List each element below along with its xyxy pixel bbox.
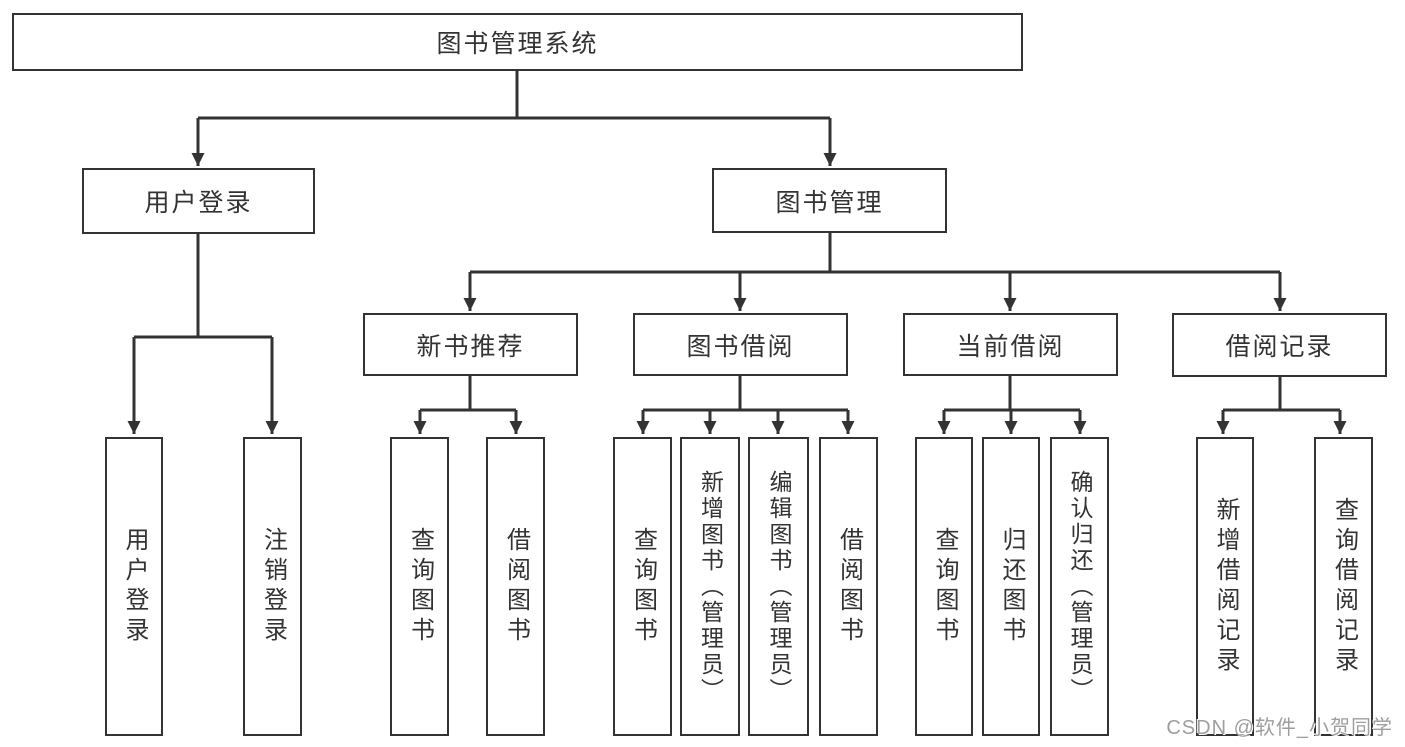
node-user-login: 用户登录: [82, 168, 315, 234]
leaf-nbr-query-books: 查询图书: [390, 437, 449, 736]
leaf-br-add-record: 新增借阅记录: [1196, 437, 1254, 736]
node-label: 新书推荐: [416, 332, 525, 361]
leaf-cb-return-books: 归还图书: [982, 437, 1040, 736]
node-label: 图书管理系统: [436, 30, 599, 58]
leaf-br-query-record: 查询借阅记录: [1314, 437, 1373, 736]
node-label: 当前借阅: [956, 332, 1065, 361]
node-label: 图书借阅: [686, 332, 795, 361]
node-label: 用户登录: [121, 526, 148, 647]
leaf-cb-confirm-return-admin: 确认归还（管理员）: [1050, 437, 1109, 736]
node-label: 确认归还（管理员）: [1067, 469, 1093, 704]
node-label: 注销登录: [259, 526, 287, 647]
node-label: 编辑图书（管理员）: [766, 469, 792, 704]
leaf-user-login: 用户登录: [105, 437, 163, 736]
node-new-book-recommend: 新书推荐: [363, 313, 578, 376]
node-label: 借阅图书: [835, 526, 863, 647]
node-root-system: 图书管理系统: [12, 13, 1023, 71]
node-current-borrowing: 当前借阅: [903, 313, 1118, 376]
leaf-bb-edit-books-admin: 编辑图书（管理员）: [748, 437, 809, 736]
node-label: 借阅图书: [502, 526, 530, 647]
leaf-bb-query-books: 查询图书: [613, 437, 672, 736]
node-label: 查询图书: [406, 526, 434, 647]
node-label: 查询借阅记录: [1330, 496, 1358, 677]
node-label: 图书管理: [775, 188, 884, 217]
node-borrowing-records: 借阅记录: [1172, 313, 1387, 377]
node-book-management: 图书管理: [712, 168, 947, 233]
csdn-watermark: CSDN @软件_小贺同学: [1166, 717, 1393, 739]
node-label: 新增借阅记录: [1212, 496, 1239, 677]
node-label: 查询图书: [629, 526, 657, 647]
leaf-bb-borrow-books: 借阅图书: [819, 437, 878, 736]
leaf-bb-add-books-admin: 新增图书（管理员）: [680, 437, 740, 736]
node-label: 借阅记录: [1225, 333, 1334, 361]
leaf-nbr-borrow-books: 借阅图书: [486, 437, 545, 736]
arrow-drops: [127, 118, 1347, 434]
node-book-borrowing: 图书借阅: [633, 313, 848, 376]
node-label: 查询图书: [931, 526, 958, 647]
leaf-logout-login: 注销登录: [243, 437, 302, 736]
node-label: 新增图书（管理员）: [697, 469, 724, 704]
leaf-cb-query-books: 查询图书: [915, 437, 973, 736]
node-label: 归还图书: [998, 526, 1025, 647]
node-label: 用户登录: [144, 189, 253, 217]
